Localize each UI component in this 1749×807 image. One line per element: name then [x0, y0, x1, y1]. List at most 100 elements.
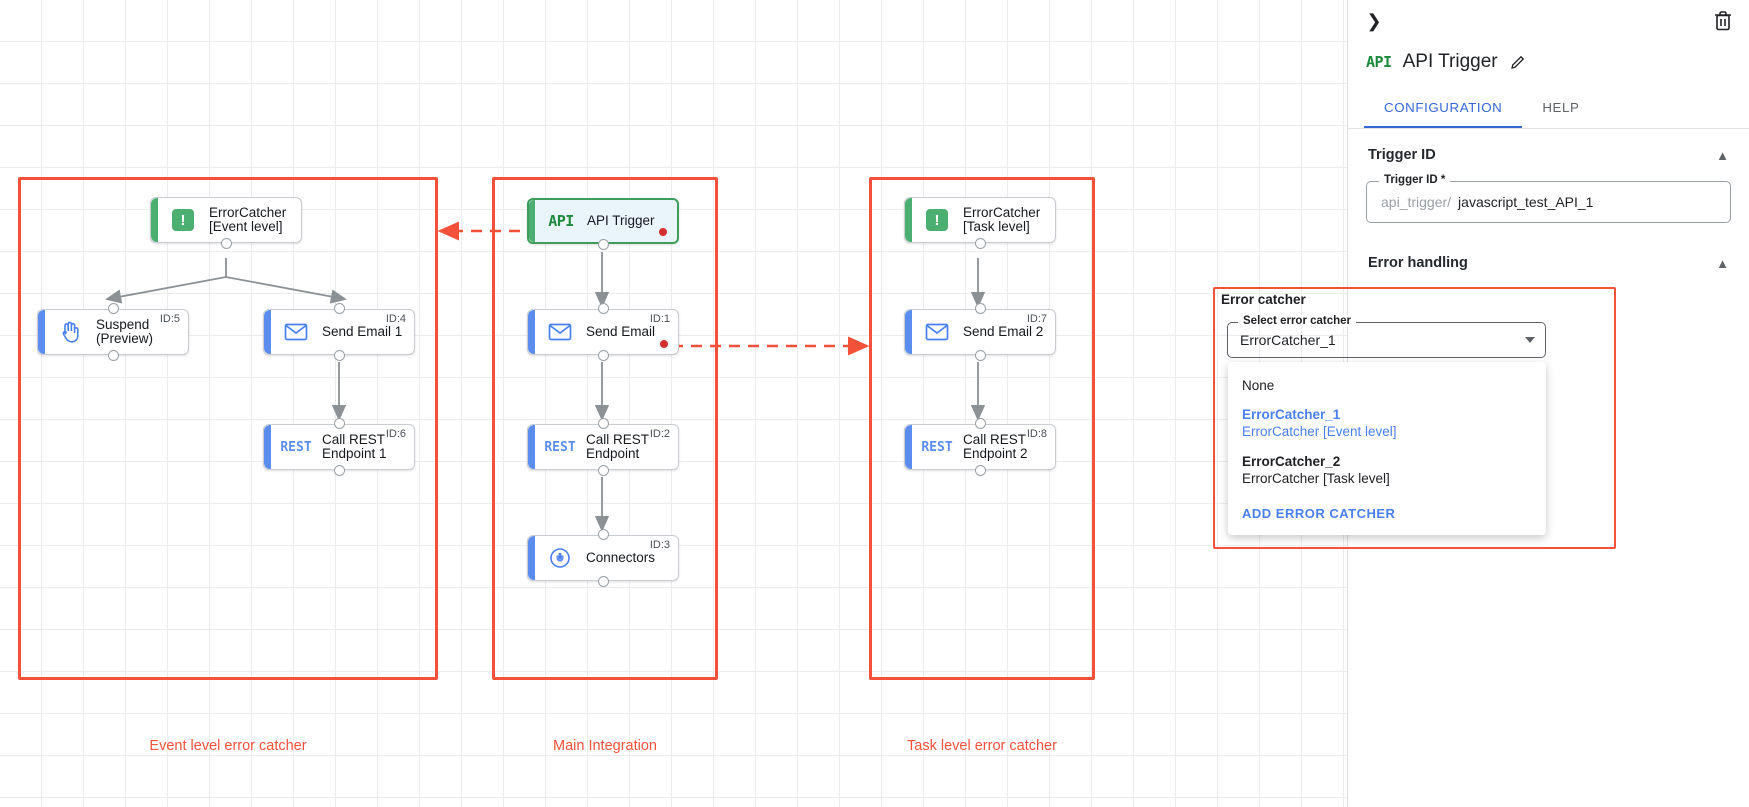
node-port-out[interactable]: [220, 238, 232, 249]
node-accent-bar: [264, 425, 271, 469]
node-id-tag: ID:8: [1026, 428, 1047, 440]
group-label: Event level error catcher: [149, 738, 307, 754]
panel-title-row: API API Trigger: [1348, 42, 1749, 82]
node-accent-bar: [905, 425, 912, 469]
node-port-in[interactable]: [333, 418, 345, 429]
dropdown-option-title: ErrorCatcher_2: [1242, 454, 1341, 469]
node-id-tag: ID:4: [385, 313, 406, 325]
node-port-in[interactable]: [597, 418, 609, 429]
workflow-node-ec-task[interactable]: ! ErrorCatcher [Task level]: [904, 197, 1056, 243]
group-label: Task level error catcher: [907, 738, 1057, 754]
node-accent-bar: [264, 310, 271, 354]
node-port-out[interactable]: [597, 465, 609, 476]
node-accent-bar: [905, 198, 912, 242]
node-accent-bar: [528, 425, 535, 469]
node-label: Send Email 2: [963, 324, 1044, 339]
node-port-out[interactable]: [974, 350, 986, 361]
node-label: API Trigger: [587, 213, 655, 228]
node-port-out[interactable]: [333, 465, 345, 476]
tab-help[interactable]: HELP: [1542, 100, 1580, 115]
dropdown-option[interactable]: None: [1228, 371, 1546, 400]
chevron-down-icon[interactable]: [1525, 337, 1535, 343]
hand-icon: [62, 321, 79, 343]
rest-icon: REST: [544, 439, 576, 455]
error-catcher-select-label: Select error catcher: [1238, 315, 1357, 327]
node-port-in[interactable]: [974, 418, 986, 429]
dropdown-option-title: ErrorCatcher_1: [1242, 407, 1341, 422]
node-port-out[interactable]: [974, 465, 986, 476]
envelope-icon: [548, 323, 572, 341]
workflow-canvas[interactable]: Event level error catcher Main Integratio…: [0, 0, 1347, 807]
group-frame: [492, 177, 718, 680]
node-port-out[interactable]: [333, 350, 345, 361]
trash-icon[interactable]: [1711, 9, 1735, 33]
node-port-out[interactable]: [107, 350, 119, 361]
envelope-icon: [284, 323, 308, 341]
tab-configuration[interactable]: CONFIGURATION: [1364, 93, 1523, 128]
workflow-node-api[interactable]: API API Trigger: [527, 198, 679, 244]
node-port-in[interactable]: [597, 303, 609, 314]
rest-icon: REST: [921, 439, 953, 455]
node-id-tag: ID:3: [649, 539, 670, 551]
node-label: Connectors: [586, 550, 656, 565]
node-accent-bar: [38, 310, 45, 354]
trigger-id-heading: Trigger ID: [1368, 147, 1436, 163]
node-accent-bar: [151, 198, 158, 242]
api-icon: API: [1366, 53, 1392, 71]
error-catcher-select[interactable]: Select error catcher ErrorCatcher_1: [1227, 315, 1546, 358]
group-frame: [869, 177, 1095, 680]
node-label: ErrorCatcher [Task level]: [963, 205, 1041, 234]
node-label: Call REST Endpoint 2: [963, 432, 1028, 461]
group-label: Main Integration: [553, 738, 657, 754]
node-port-out[interactable]: [974, 238, 986, 249]
node-id-tag: ID:6: [385, 428, 406, 440]
node-port-in[interactable]: [107, 303, 119, 314]
chevron-up-icon[interactable]: ▲: [1716, 147, 1729, 163]
error-catcher-label: Error catcher: [1221, 292, 1306, 307]
node-port-out[interactable]: [597, 239, 609, 250]
node-label: Suspend (Preview): [96, 317, 154, 346]
dropdown-option-subtitle: ErrorCatcher [Task level]: [1242, 471, 1390, 486]
node-id-tag: ID:2: [649, 428, 670, 440]
add-error-catcher-button[interactable]: ADD ERROR CATCHER: [1242, 506, 1396, 521]
dropdown-option-title: None: [1242, 378, 1275, 393]
error-badge-dot: [659, 228, 667, 236]
node-port-out[interactable]: [597, 350, 609, 361]
node-port-in[interactable]: [333, 303, 345, 314]
node-label: Call REST Endpoint: [586, 432, 650, 461]
node-port-out[interactable]: [597, 576, 609, 587]
workflow-node-suspend[interactable]: Suspend (Preview)ID:5: [37, 309, 189, 355]
trigger-id-section-header[interactable]: Trigger ID ▲: [1348, 129, 1749, 181]
node-id-tag: ID:1: [649, 313, 670, 325]
node-port-in[interactable]: [597, 529, 609, 540]
node-port-in[interactable]: [974, 303, 986, 314]
chevron-right-icon[interactable]: ❯: [1366, 10, 1382, 31]
node-label: Send Email: [586, 324, 656, 339]
trigger-id-field-label: Trigger ID *: [1379, 174, 1451, 186]
chevron-up-icon[interactable]: ▲: [1716, 255, 1729, 271]
error-handling-section-header[interactable]: Error handling ▲: [1348, 237, 1749, 289]
node-accent-bar: [905, 310, 912, 354]
workflow-node-ec-event[interactable]: !ErrorCatcher [Event level]: [150, 197, 302, 243]
trigger-id-input[interactable]: javascript_test_API_1: [1458, 194, 1594, 210]
node-accent-bar: [528, 536, 535, 580]
page-title: API Trigger: [1402, 51, 1498, 72]
api-icon: API: [548, 212, 574, 230]
pencil-icon[interactable]: [1509, 53, 1527, 71]
exclamation-icon: !: [926, 209, 948, 231]
panel-tabs: CONFIGURATION HELP: [1348, 93, 1749, 129]
group-frame: [18, 177, 438, 680]
trigger-id-prefix: api_trigger/: [1381, 194, 1452, 210]
trigger-id-field[interactable]: Trigger ID * api_trigger/ javascript_tes…: [1366, 174, 1731, 223]
error-catcher-selected-value: ErrorCatcher_1: [1240, 332, 1336, 348]
